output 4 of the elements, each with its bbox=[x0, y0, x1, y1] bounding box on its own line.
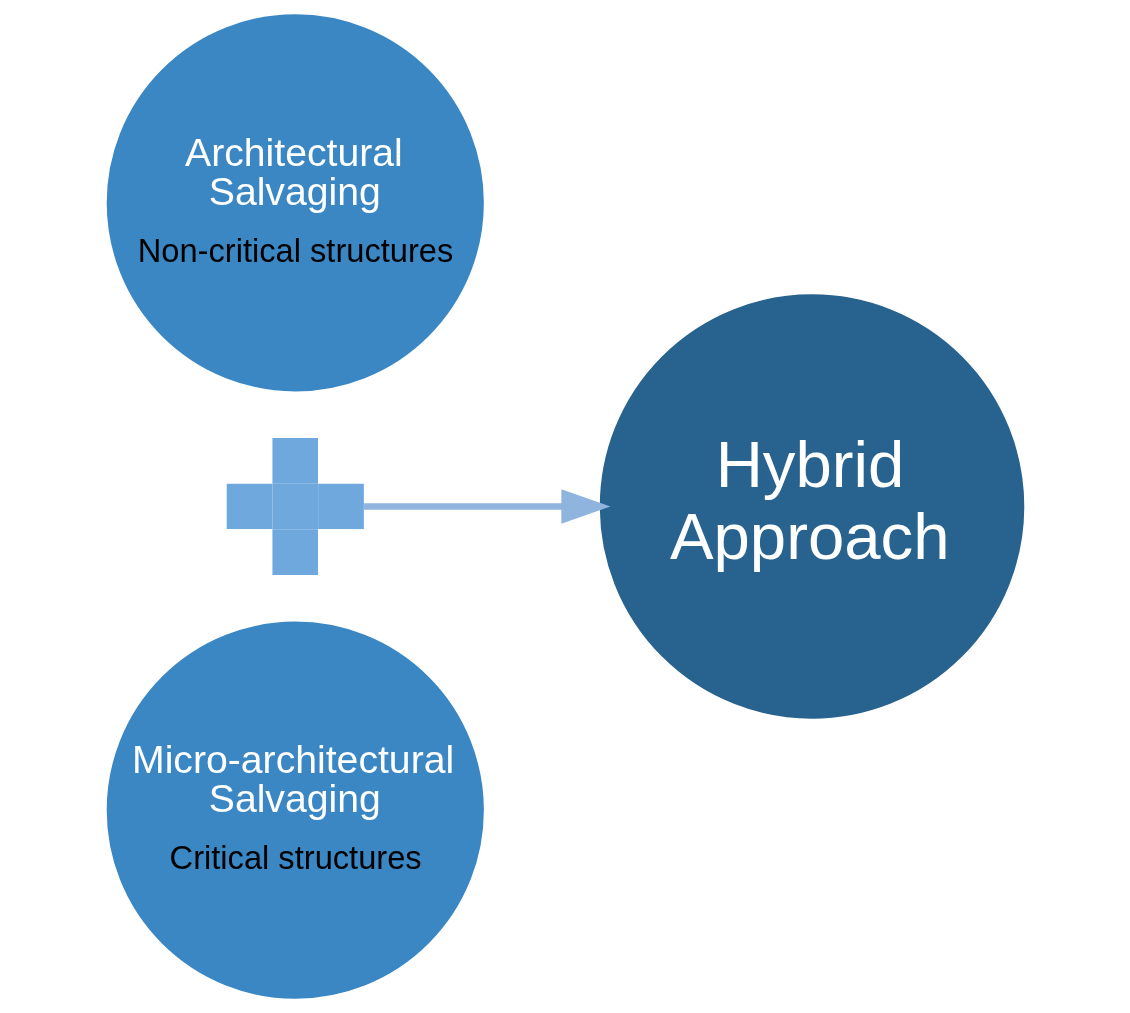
node-circle: Micro-architectural Salvaging Critical structures bbox=[106, 621, 484, 999]
node-circle: Architectural Salvaging Non-critical structures bbox=[106, 14, 484, 392]
node-circle: Hybrid Approach bbox=[599, 294, 1024, 719]
arrow bbox=[363, 489, 610, 524]
